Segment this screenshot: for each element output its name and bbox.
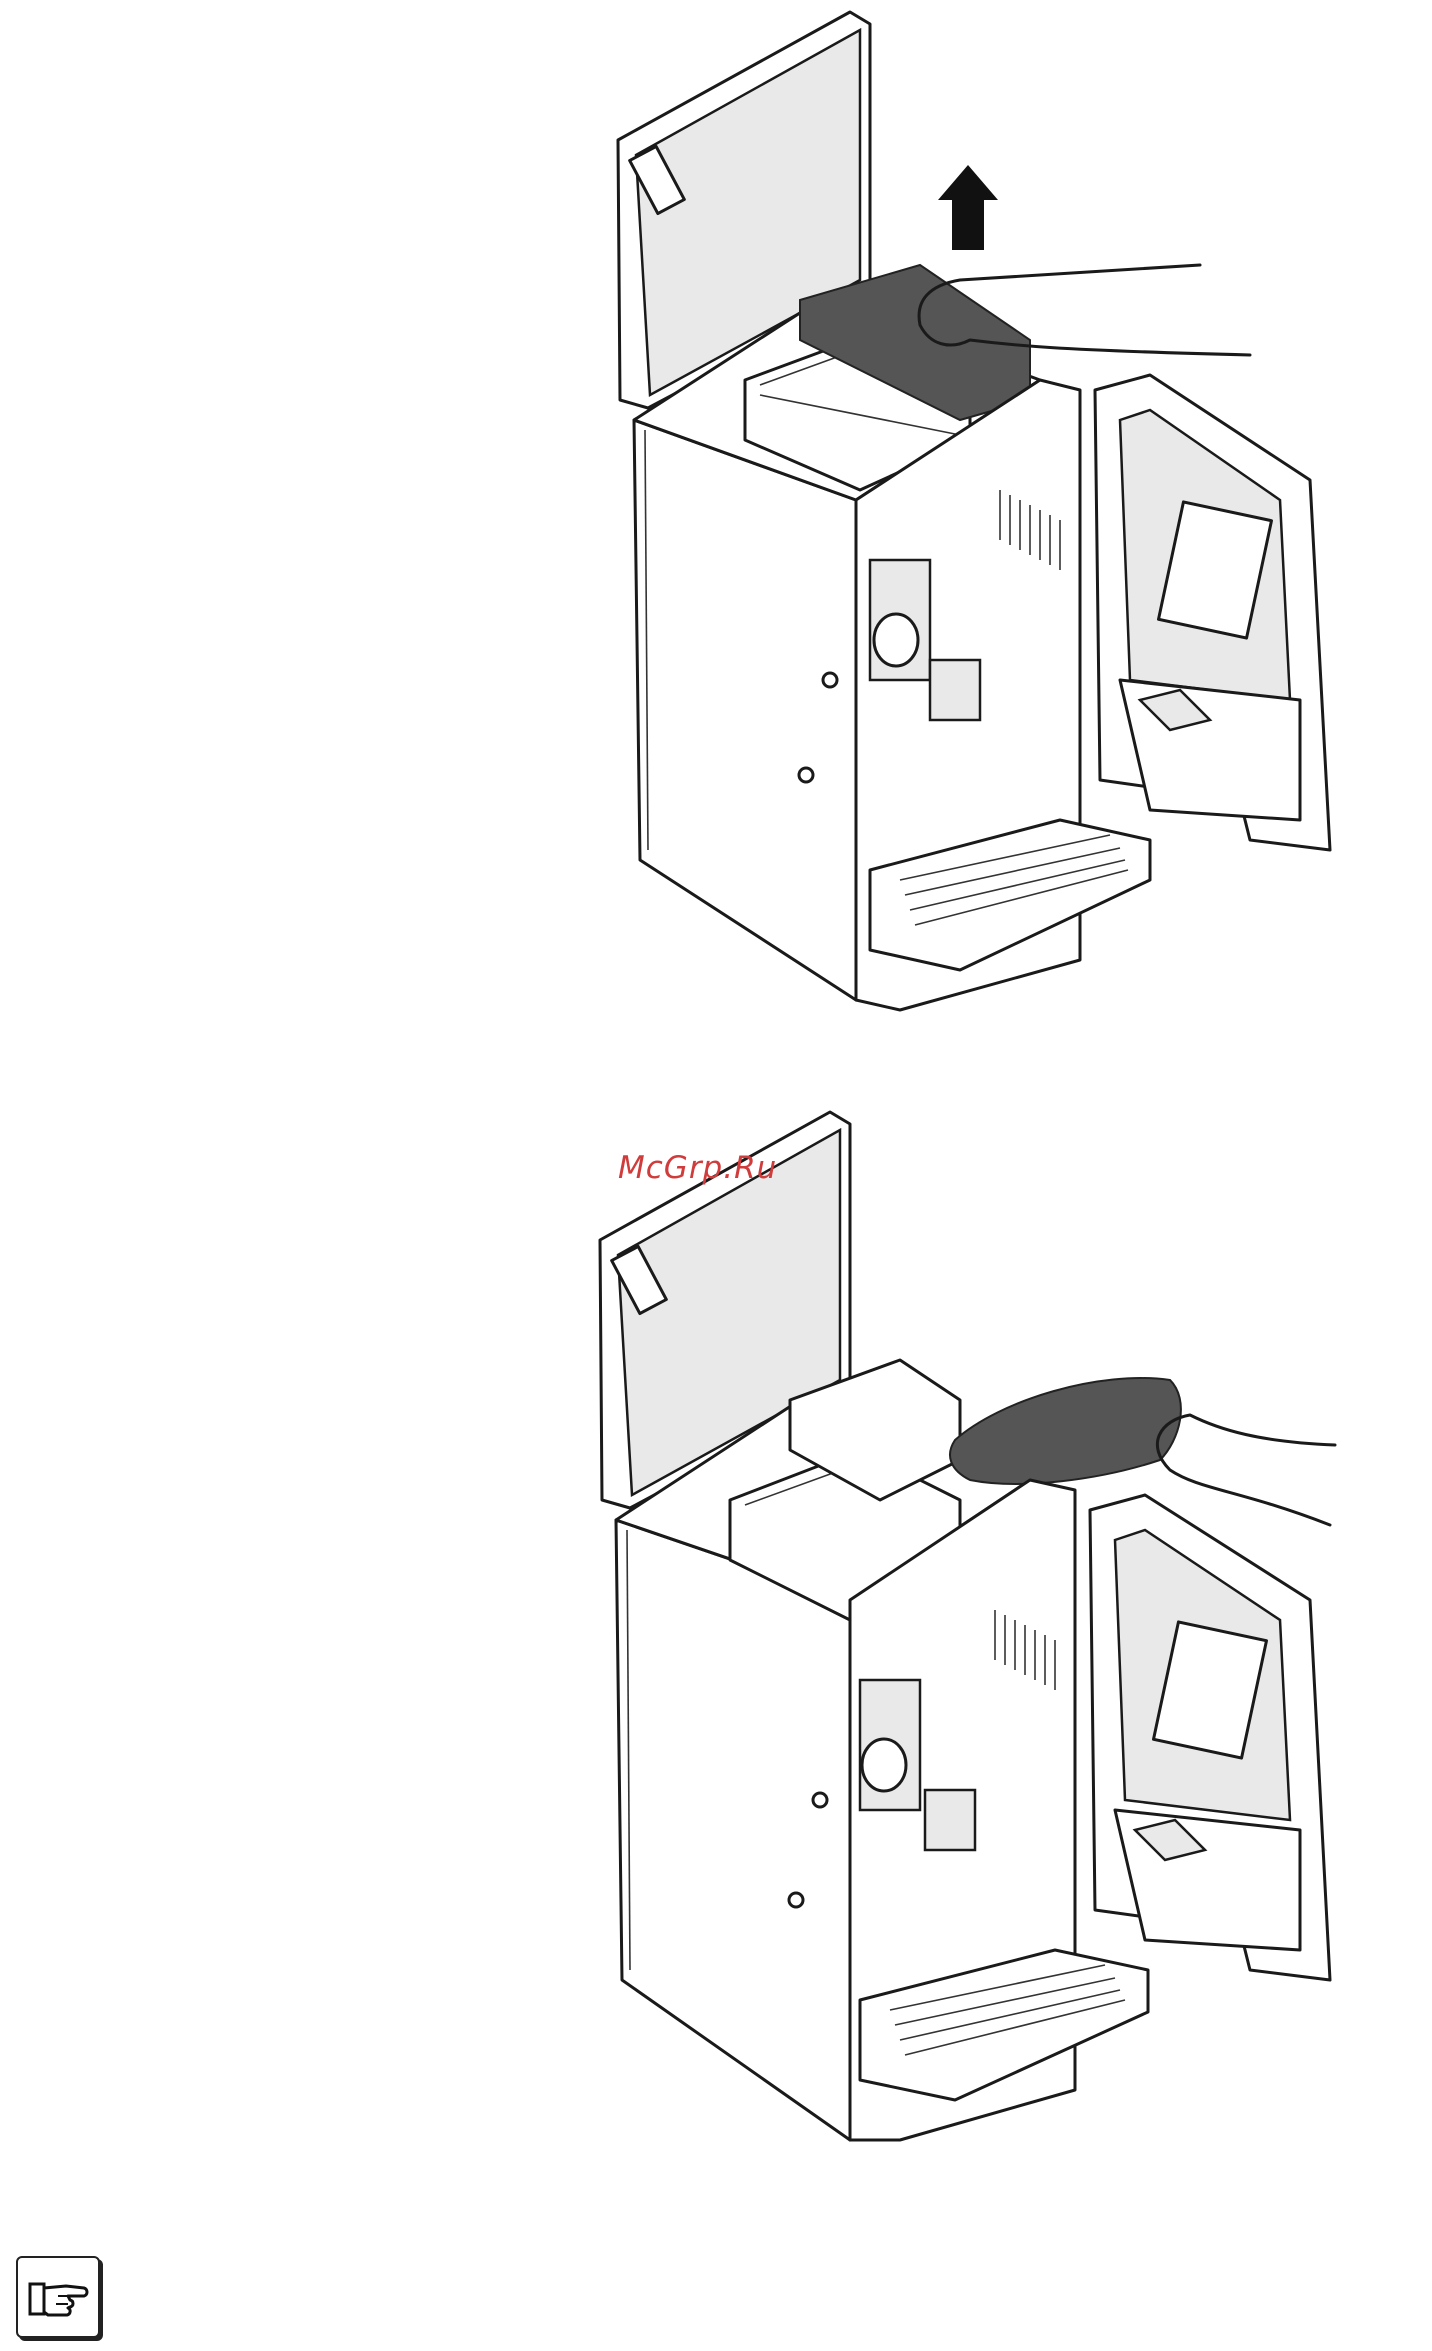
pointing-hand-icon [16,2256,100,2338]
cabinet-side [634,420,856,1000]
watermark: McGrp.Ru [618,1150,818,1186]
side-screw [823,673,837,687]
up-arrow-icon [938,165,998,250]
bag-icon [950,1378,1181,1484]
hand [1157,1415,1335,1525]
illustration-insert-bag [0,1100,1432,2220]
machine-drawing-top [0,0,1432,1040]
illustration-lift-cover [0,0,1432,1040]
side-screw [799,768,813,782]
side-screw [789,1893,803,1907]
mixer-bowl [874,614,918,666]
side-screw [813,1793,827,1807]
cabinet-side [616,1520,850,2140]
mixer-bowl [862,1739,906,1791]
machine-drawing-bottom [0,1100,1432,2220]
